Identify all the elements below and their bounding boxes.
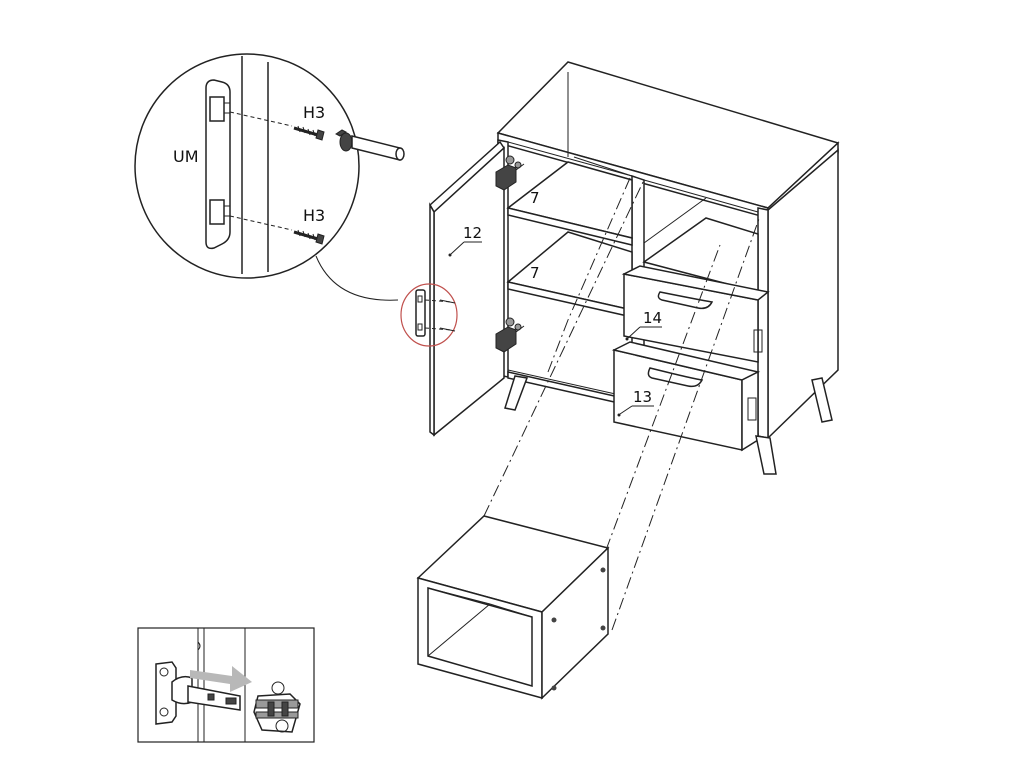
hinge-lower	[495, 317, 525, 353]
drawer-bottom-runner	[747, 397, 757, 421]
dowel-icon	[335, 129, 405, 161]
leg-front-left	[504, 375, 529, 411]
magnet-lower-block	[209, 199, 225, 225]
detail-circle-small	[400, 283, 458, 347]
door-side-edge	[429, 202, 435, 437]
leg-front-right	[755, 435, 777, 475]
drawer-top-label: 14	[643, 309, 662, 327]
box-opening	[427, 587, 533, 687]
arrow-icon	[190, 666, 252, 692]
shelf-bottom-label: 7	[530, 264, 540, 282]
cabinet	[400, 61, 840, 475]
screw-icon	[293, 125, 325, 141]
drawer-bottom	[611, 341, 761, 452]
magnet-detail: UM H3 H3	[134, 53, 405, 301]
hinge-cup-plate	[155, 661, 177, 725]
screw-label-bottom: H3	[303, 206, 325, 225]
hinge-upper	[495, 155, 525, 191]
door-label: 12	[463, 224, 482, 242]
magnet-label: UM	[173, 147, 199, 166]
bottom-box	[416, 515, 610, 700]
leg-back-right	[811, 377, 833, 423]
drawer-top-rim	[621, 265, 770, 301]
shelf-top-label: 7	[530, 189, 540, 207]
hinge-mounting-plate	[253, 681, 301, 733]
screw-label-top: H3	[303, 103, 325, 122]
drawer-top	[621, 265, 770, 363]
drawer-bottom-label: 13	[633, 388, 652, 406]
drawer-top-handle	[657, 291, 714, 310]
detail-circle-large	[134, 53, 360, 279]
cabinet-side-front-edge	[757, 207, 769, 439]
detail-leader	[315, 255, 399, 301]
magnet-catch-small	[415, 289, 426, 337]
drawer-bottom-handle	[647, 367, 704, 388]
box-side	[541, 546, 609, 700]
hinge-inset	[137, 627, 315, 743]
shelf-top-edge	[507, 207, 633, 246]
alignment-lines	[483, 177, 761, 631]
drawer-top-runner	[753, 329, 763, 353]
screw-icon-lower	[293, 229, 325, 245]
magnet-upper-block	[209, 96, 225, 122]
